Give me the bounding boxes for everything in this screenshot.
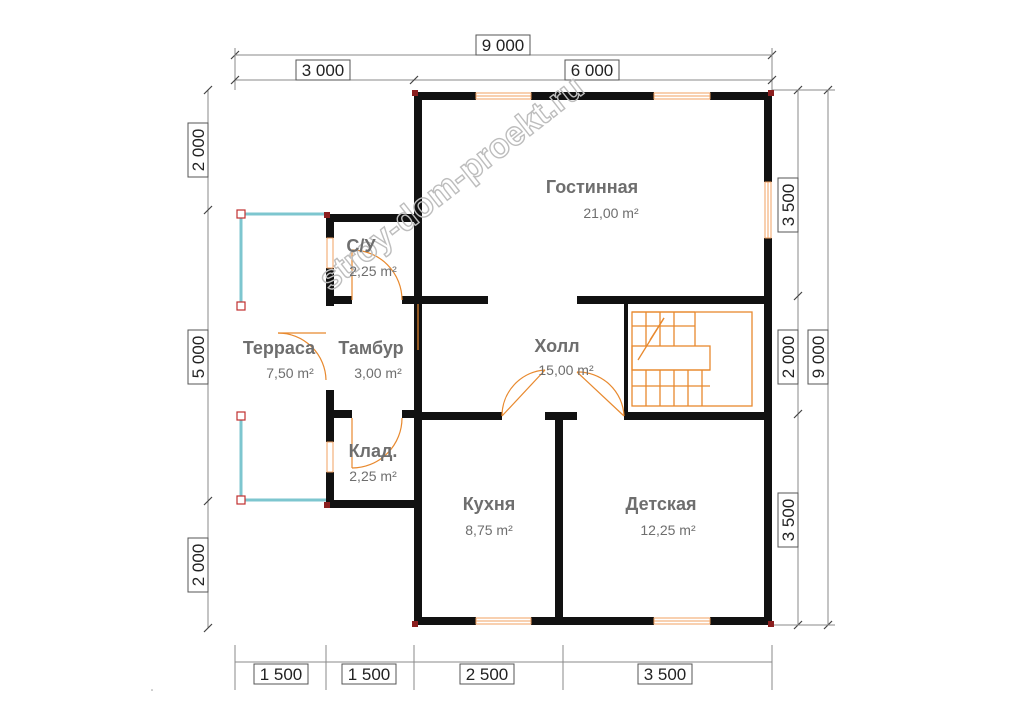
dim-left-bottom: 2 000: [189, 544, 208, 587]
room-hall-area: 15,00 m²: [538, 362, 594, 378]
room-wc-name: С/У: [346, 236, 376, 256]
room-labels: Гостинная 21,00 m² С/У 2,25 m² Терраса 7…: [243, 177, 697, 538]
room-hall-name: Холл: [534, 336, 579, 356]
dimension-labels: 9 000 3 000 6 000 1 500 1 500 2 500 3 50…: [187, 34, 829, 685]
dim-right-top: 3 500: [779, 184, 798, 227]
room-vestibule-area: 3,00 m²: [354, 365, 402, 381]
stray-dot: [151, 689, 153, 691]
dim-bottom-2: 1 500: [348, 665, 391, 684]
dim-bottom-1: 1 500: [260, 665, 303, 684]
room-terrace-area: 7,50 m²: [266, 365, 314, 381]
dim-left-top: 2 000: [189, 129, 208, 172]
room-pantry-area: 2,25 m²: [349, 468, 397, 484]
corner-pillars: [324, 90, 774, 627]
doors: [277, 249, 625, 469]
dim-right-total: 9 000: [809, 336, 828, 379]
dim-bottom-3: 2 500: [466, 665, 509, 684]
walls: [326, 92, 772, 625]
dim-top-total: 9 000: [482, 36, 525, 55]
room-wc-area: 2,25 m²: [349, 263, 397, 279]
room-pantry-name: Клад.: [349, 441, 398, 461]
dim-top-left: 3 000: [302, 61, 345, 80]
dim-bottom-4: 3 500: [644, 665, 687, 684]
windows: [326, 92, 772, 625]
dim-right-bottom: 3 500: [779, 499, 798, 542]
room-kids-name: Детская: [626, 494, 697, 514]
terrace-railing: [236, 209, 326, 505]
dim-right-middle: 2 000: [779, 336, 798, 379]
dim-left-middle: 5 000: [189, 336, 208, 379]
dim-top-right: 6 000: [571, 61, 614, 80]
staircase: [631, 311, 753, 407]
room-terrace-name: Терраса: [243, 338, 316, 358]
room-kitchen-area: 8,75 m²: [465, 522, 513, 538]
room-living-area: 21,00 m²: [583, 205, 639, 221]
room-vestibule-name: Тамбур: [338, 338, 403, 358]
room-kitchen-name: Кухня: [463, 494, 516, 514]
room-living-name: Гостинная: [546, 177, 638, 197]
room-kids-area: 12,25 m²: [640, 522, 696, 538]
